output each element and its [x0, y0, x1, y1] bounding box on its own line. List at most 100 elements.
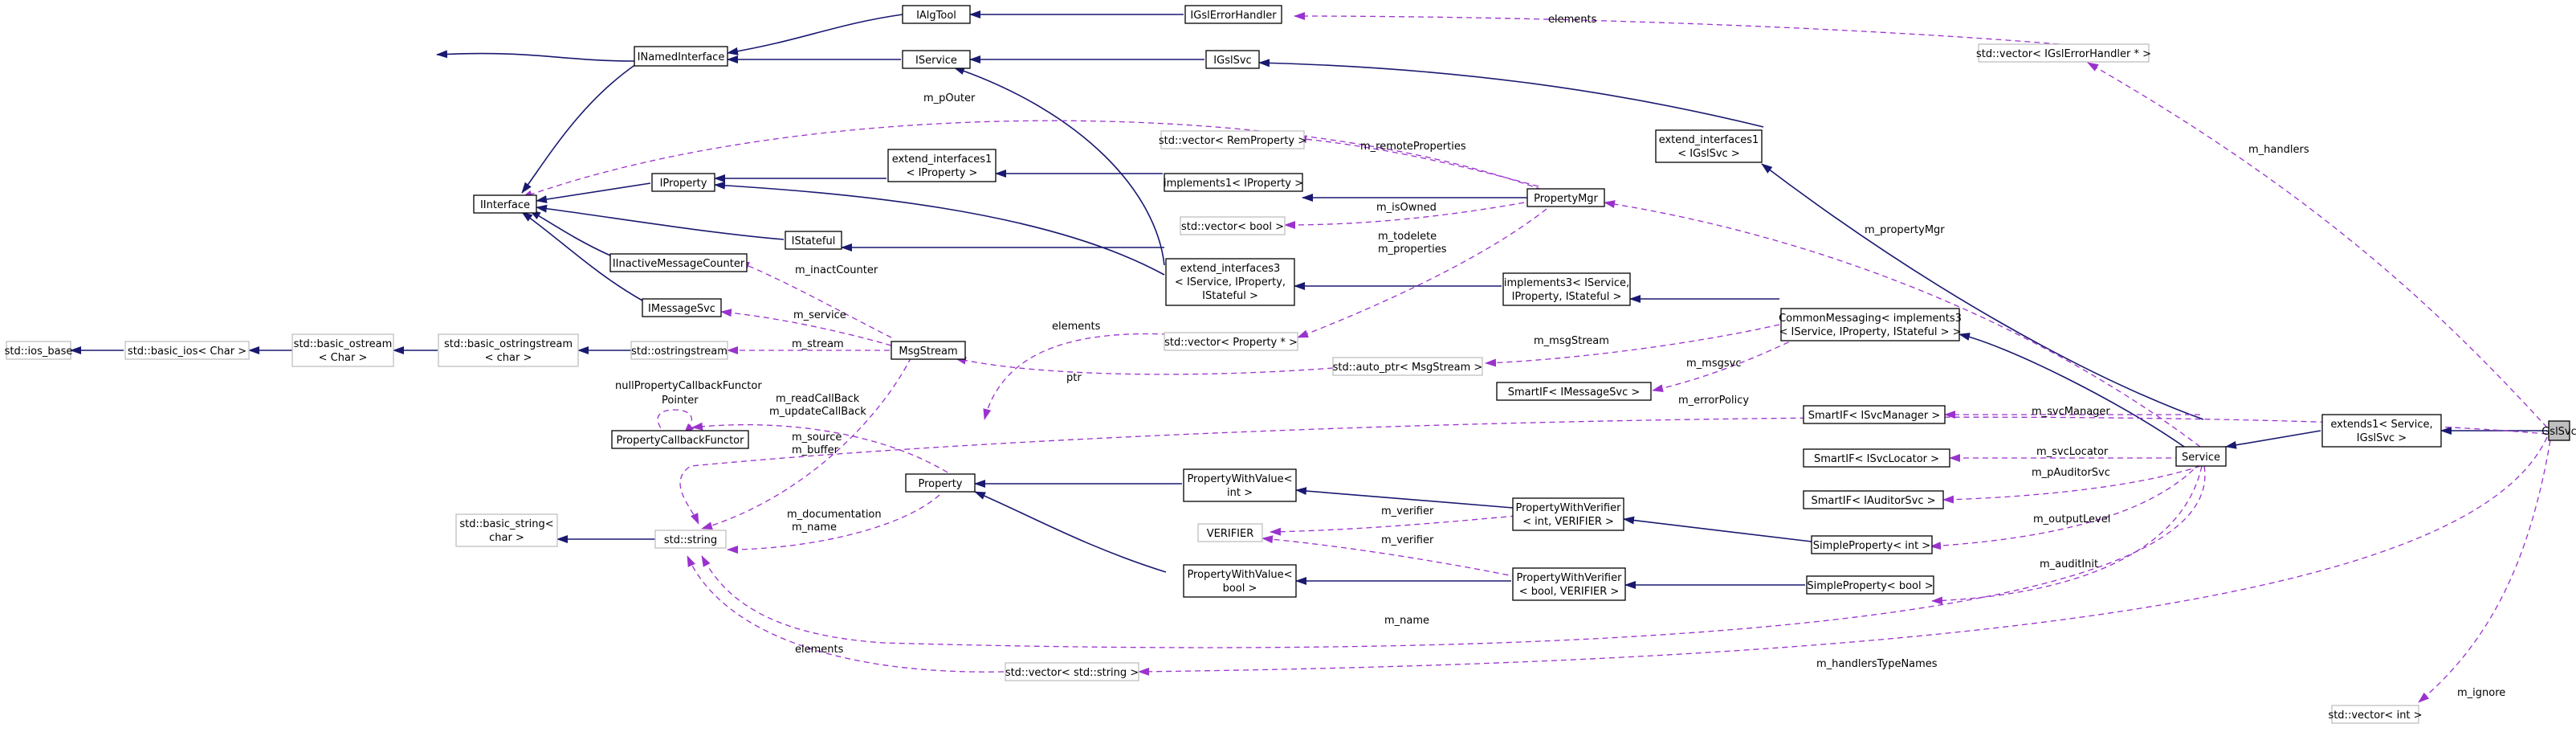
node-basic-ostream[interactable]: std::basic_ostream< Char > [291, 333, 394, 367]
svg-text:Service: Service [2182, 452, 2220, 464]
edge-Service-PropertyMgr [1604, 200, 2201, 448]
node-implements3[interactable]: implements3< IService,IProperty, IStatef… [1502, 272, 1631, 306]
label-m-name-prop: m_name [792, 521, 837, 534]
svg-text:std::string: std::string [664, 534, 717, 546]
node-ext-if1-prop[interactable]: extend_interfaces1< IProperty > [887, 149, 997, 182]
edge-IMessageSvc-IInterface [521, 211, 643, 301]
node-basic-ostringstream[interactable]: std::basic_ostringstream< char > [438, 333, 579, 367]
node-Property[interactable]: Property [905, 473, 976, 493]
label-m-buffer: m_buffer [792, 444, 839, 456]
node-extends1[interactable]: extends1< Service,IGslSvc > [2321, 414, 2442, 448]
svg-text:IStateful >: IStateful > [1202, 290, 1258, 302]
svg-text:IGslErrorHandler: IGslErrorHandler [1190, 10, 1277, 22]
node-IInactiveMessageCounter[interactable]: IInactiveMessageCounter [609, 253, 748, 272]
svg-text:extend_interfaces3: extend_interfaces3 [1180, 263, 1281, 275]
node-INamedInterface[interactable]: INamedInterface [634, 46, 728, 67]
edge-labels: elements m_handlers m_pOuter m_remotePro… [615, 14, 2505, 699]
label-m-service: m_service [793, 309, 846, 321]
label-m-todelete: m_todelete [1378, 231, 1437, 243]
node-SP-bool[interactable]: SimpleProperty< bool > [1806, 575, 1934, 595]
node-SmartIF-ISvcManager[interactable]: SmartIF< ISvcManager > [1803, 405, 1946, 424]
edge-IAlgTool-INamedInterface [727, 14, 903, 55]
nodes: std::ios_base std::basic_ios< Char > std… [5, 5, 2576, 724]
svg-text:std::basic_ios< Char >: std::basic_ios< Char > [128, 346, 247, 358]
edge-PWVer_bool-VERIFIER [1262, 535, 1518, 578]
label-m-name-svc: m_name [1384, 615, 1429, 627]
node-Service[interactable]: Service [2175, 446, 2227, 467]
edge-CommonMessaging-auto_ptr [1485, 324, 1780, 367]
label-m-pOuter: m_pOuter [923, 92, 976, 104]
label-m-svcManager: m_svcManager [2032, 406, 2110, 418]
edge-Service-string-name [701, 465, 2206, 648]
node-SmartIF-IAuditorSvc[interactable]: SmartIF< IAuditorSvc > [1803, 490, 1944, 509]
svg-text:Property: Property [918, 478, 962, 490]
node-vec-bool[interactable]: std::vector< bool > [1180, 216, 1286, 235]
node-IService[interactable]: IService [902, 50, 971, 69]
node-vec-int[interactable]: std::vector< int > [2328, 705, 2423, 724]
svg-text:std::vector< bool >: std::vector< bool > [1181, 221, 1284, 233]
node-ostringstream[interactable]: std::ostringstream [630, 341, 728, 360]
edge-Service-SmartIF_Aud [1942, 465, 2201, 504]
svg-text:IService: IService [915, 55, 957, 67]
node-auto-ptr[interactable]: std::auto_ptr< MsgStream > [1332, 357, 1483, 376]
edge-GslSvc-vec_handlers [2087, 62, 2548, 428]
node-vec-prop[interactable]: std::vector< Property * > [1164, 332, 1298, 351]
node-SmartIF-ISvcLocator[interactable]: SmartIF< ISvcLocator > [1803, 448, 1950, 468]
svg-text:PropertyWithVerifier: PropertyWithVerifier [1516, 502, 1622, 514]
node-GslSvc[interactable]: GslSvc [2541, 420, 2576, 441]
label-m-errorPolicy: m_errorPolicy [1678, 395, 1749, 407]
node-ios-base[interactable]: std::ios_base [5, 341, 73, 360]
node-IMessageSvc[interactable]: IMessageSvc [642, 298, 722, 317]
label-elements-strings: elements [795, 644, 844, 656]
svg-text:< bool, VERIFIER >: < bool, VERIFIER > [1519, 586, 1620, 598]
node-PWVer-int[interactable]: PropertyWithVerifier < int, VERIFIER > [1512, 497, 1624, 531]
node-MsgStream[interactable]: MsgStream [891, 341, 966, 360]
node-IAlgTool[interactable]: IAlgTool [902, 5, 971, 24]
edge-ext_if3-IService [953, 67, 1165, 266]
node-vec-remote[interactable]: std::vector< RemProperty > [1159, 130, 1306, 149]
node-IInterface[interactable]: IInterface [473, 194, 537, 214]
node-implements1[interactable]: implements1< IProperty > [1164, 173, 1303, 192]
edge-auto_ptr-MsgStream [955, 356, 1334, 375]
node-PWVer-bool[interactable]: PropertyWithVerifier< bool, VERIFIER > [1512, 567, 1626, 601]
node-basic-string[interactable]: std::basic_string<char > [455, 513, 558, 547]
node-SP-int[interactable]: SimpleProperty< int > [1811, 535, 1933, 554]
node-IGslSvc[interactable]: IGslSvc [1205, 50, 1260, 69]
svg-text:std::basic_ostream: std::basic_ostream [294, 338, 393, 350]
svg-text:< int, VERIFIER >: < int, VERIFIER > [1522, 516, 1614, 528]
node-SmartIF-IMessageSvc[interactable]: SmartIF< IMessageSvc > [1496, 382, 1652, 401]
node-ext-if1-gsl[interactable]: extend_interfaces1< IGslSvc > [1655, 129, 1763, 163]
node-string[interactable]: std::string [654, 530, 727, 549]
node-vec-handlers[interactable]: std::vector< IGslErrorHandler * > [1976, 43, 2151, 63]
node-IGslErrorHandler[interactable]: IGslErrorHandler [1184, 5, 1282, 24]
edge-SP_int-PWVer_int [1623, 516, 1812, 542]
svg-text:extends1< Service,: extends1< Service, [2330, 419, 2432, 431]
node-PWV-int[interactable]: PropertyWithValue<int > [1183, 468, 1297, 502]
node-vec-string[interactable]: std::vector< std::string > [1005, 662, 1139, 681]
edge-IInactiveMessageCounter-IInterface [529, 210, 611, 256]
node-ext-if3[interactable]: extend_interfaces3< IService, IProperty,… [1165, 258, 1295, 306]
node-PropertyMgr[interactable]: PropertyMgr [1526, 188, 1605, 207]
node-CommonMessaging[interactable]: CommonMessaging< implements3< IService, … [1779, 308, 1962, 341]
edge-MsgStream-IInactiveMessageCounter [738, 261, 892, 338]
svg-text:std::vector< IGslErrorHandler: std::vector< IGslErrorHandler * > [1976, 48, 2151, 60]
svg-text:IStateful: IStateful [792, 235, 836, 247]
svg-text:IInterface: IInterface [480, 199, 530, 211]
node-PropertyCallbackFunctor[interactable]: PropertyCallbackFunctor [611, 430, 749, 449]
svg-text:std::basic_ostringstream: std::basic_ostringstream [444, 338, 573, 350]
svg-text:PropertyCallbackFunctor: PropertyCallbackFunctor [617, 435, 745, 447]
node-PWV-bool[interactable]: PropertyWithValue<bool > [1183, 564, 1297, 598]
svg-text:std::vector< std::string >: std::vector< std::string > [1005, 667, 1139, 679]
label-m-outputLevel: m_outputLevel [2033, 513, 2110, 525]
svg-text:extend_interfaces1: extend_interfaces1 [1659, 134, 1759, 146]
label-m-documentation: m_documentation [787, 509, 882, 521]
node-basic-ios[interactable]: std::basic_ios< Char > [124, 341, 250, 360]
node-IStateful[interactable]: IStateful [785, 231, 842, 250]
svg-text:SimpleProperty< int >: SimpleProperty< int > [1813, 540, 1930, 552]
label-pointer: Pointer [662, 395, 699, 407]
svg-text:IMessageSvc: IMessageSvc [648, 303, 715, 315]
edge-ext_if1_gsl-IGslSvc [1258, 59, 1764, 128]
node-VERIFIER[interactable]: VERIFIER [1197, 523, 1263, 542]
node-IProperty[interactable]: IProperty [651, 173, 715, 192]
